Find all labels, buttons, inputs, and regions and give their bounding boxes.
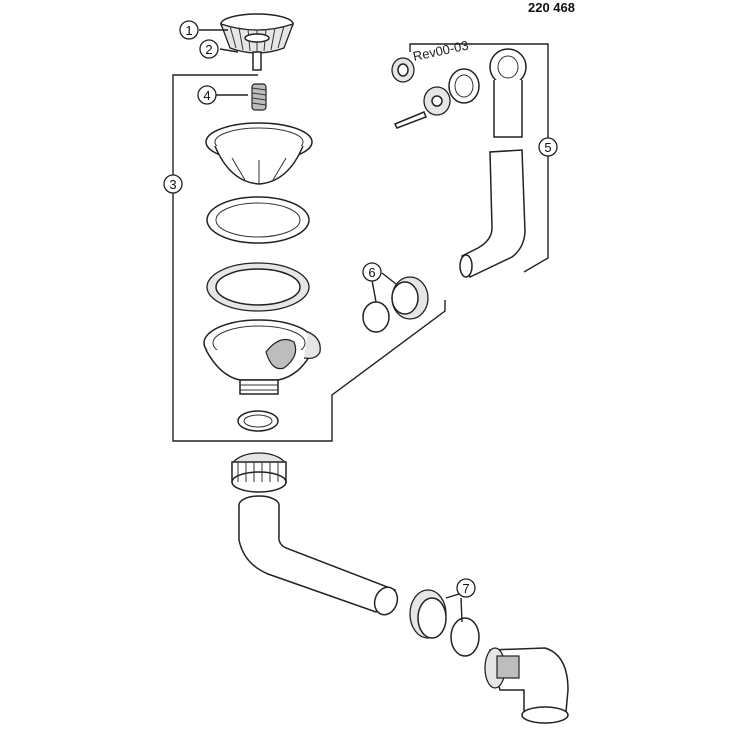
svg-text:1: 1 — [185, 23, 192, 38]
compression-nut — [409, 589, 447, 639]
callout-2: 2 — [199, 39, 219, 59]
callout-6: 6 — [362, 262, 382, 282]
svg-text:7: 7 — [462, 581, 469, 596]
callout-4: 4 — [197, 85, 217, 105]
callout-5: 5 — [538, 137, 558, 157]
svg-text:3: 3 — [169, 177, 176, 192]
svg-text:5: 5 — [544, 140, 551, 155]
svg-text:6: 6 — [368, 265, 375, 280]
flat-gasket — [206, 196, 310, 244]
small-washer — [237, 410, 279, 432]
spring — [251, 83, 267, 111]
svg-text:4: 4 — [203, 88, 210, 103]
callout-1: 1 — [179, 20, 199, 40]
svg-text:2: 2 — [205, 42, 212, 57]
trap-elbow — [484, 647, 569, 724]
overflow-tube-lower — [459, 149, 526, 279]
seal-ring — [206, 262, 310, 312]
overflow-nut — [391, 276, 429, 320]
overflow-tube-upper — [489, 48, 527, 138]
callout-7: 7 — [456, 578, 476, 598]
group-bracket-3 — [172, 74, 446, 442]
overflow-ring — [362, 301, 390, 333]
revision-label: Rev00-03 — [412, 38, 470, 64]
group-bracket-5 — [409, 43, 549, 273]
union-nut — [231, 452, 287, 493]
long-elbow-pipe — [238, 495, 399, 616]
strainer-basket — [219, 13, 295, 71]
overflow-cover-parts — [391, 57, 480, 129]
drawing-part-number: 220 468 — [528, 0, 575, 15]
drain-body — [203, 319, 321, 395]
sink-flange — [205, 122, 313, 185]
compression-ring — [450, 617, 480, 657]
callout-3: 3 — [163, 174, 183, 194]
